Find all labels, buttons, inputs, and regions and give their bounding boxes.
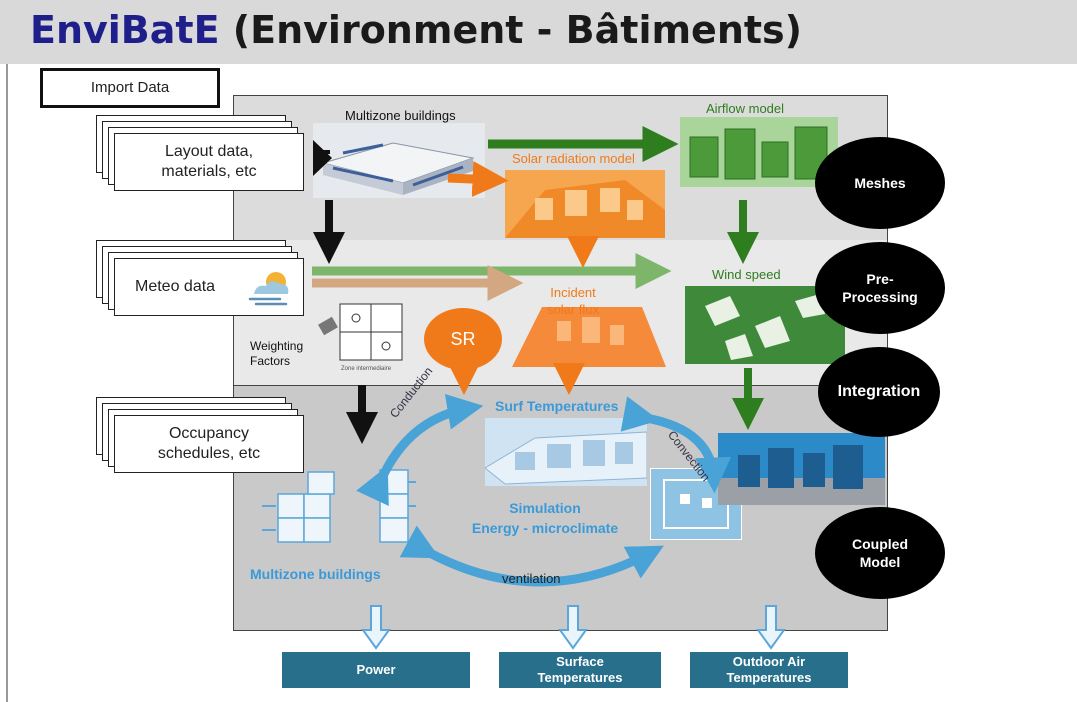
title-bar: EnviBatE (Environment - Bâtiments)	[0, 0, 1077, 64]
weighting-factors-diagram	[318, 303, 403, 361]
layout-data-stack: Layout data, materials, etc	[96, 115, 311, 195]
stage-meshes: Meshes	[815, 137, 945, 229]
solar-model-label: Solar radiation model	[512, 151, 635, 166]
surf-temperatures-image	[485, 418, 647, 486]
surf-temperatures-label: Surf Temperatures	[495, 398, 619, 414]
meteo-data-stack: Meteo data	[96, 240, 311, 320]
occupancy-label: Occupancy schedules, etc	[114, 415, 304, 473]
layout-data-label: Layout data, materials, etc	[114, 133, 304, 191]
multizone-buildings-image	[313, 123, 485, 198]
black-arrow-head	[313, 140, 332, 176]
left-rule	[6, 64, 8, 702]
wind-speed-label: Wind speed	[712, 267, 781, 282]
convection-arrow	[620, 396, 732, 494]
orange-arrow-solar	[447, 161, 509, 198]
multizone-top-label: Multizone buildings	[345, 108, 456, 123]
import-data-box: Import Data	[40, 68, 220, 108]
output-outdoor-air-temperatures: Outdoor Air Temperatures	[690, 652, 848, 688]
weighting-factors-label: Weighting Factors	[250, 339, 304, 368]
integration-mesh-image	[718, 433, 885, 505]
incident-solar-flux-image	[512, 307, 666, 367]
occupancy-stack: Occupancy schedules, etc	[96, 397, 311, 477]
incident-flux-label: Incident solar flux	[547, 285, 600, 317]
output-surface-temperatures: Surface Temperatures	[499, 652, 661, 688]
stage-integration: Integration	[818, 347, 940, 437]
solar-radiation-image	[505, 170, 665, 238]
zone-caption: Zone intermediaire	[341, 366, 392, 372]
ventilation-arrow	[399, 525, 664, 587]
sr-node: SR	[424, 308, 502, 370]
multizone-bottom-label: Multizone buildings	[250, 566, 381, 582]
meteo-data-text: Meteo data	[135, 278, 216, 295]
page-title: EnviBatE (Environment - Bâtiments)	[30, 8, 802, 52]
weather-icon	[248, 272, 289, 306]
airflow-label: Airflow model	[706, 101, 785, 116]
title-brand: EnviBatE	[30, 8, 220, 52]
conduction-arrow	[356, 393, 484, 507]
wind-speed-image	[685, 286, 845, 364]
stage-coupled-model: Coupled Model	[815, 507, 945, 599]
output-arrows	[361, 605, 786, 650]
output-power: Power	[282, 652, 470, 688]
ventilation-label: ventilation	[502, 571, 561, 586]
simulation-label: Simulation Energy - microclimate	[471, 500, 619, 536]
title-rest: (Environment - Bâtiments)	[219, 8, 803, 52]
stage-preprocessing: Pre- Processing	[815, 242, 945, 334]
airflow-model-image	[680, 117, 838, 187]
